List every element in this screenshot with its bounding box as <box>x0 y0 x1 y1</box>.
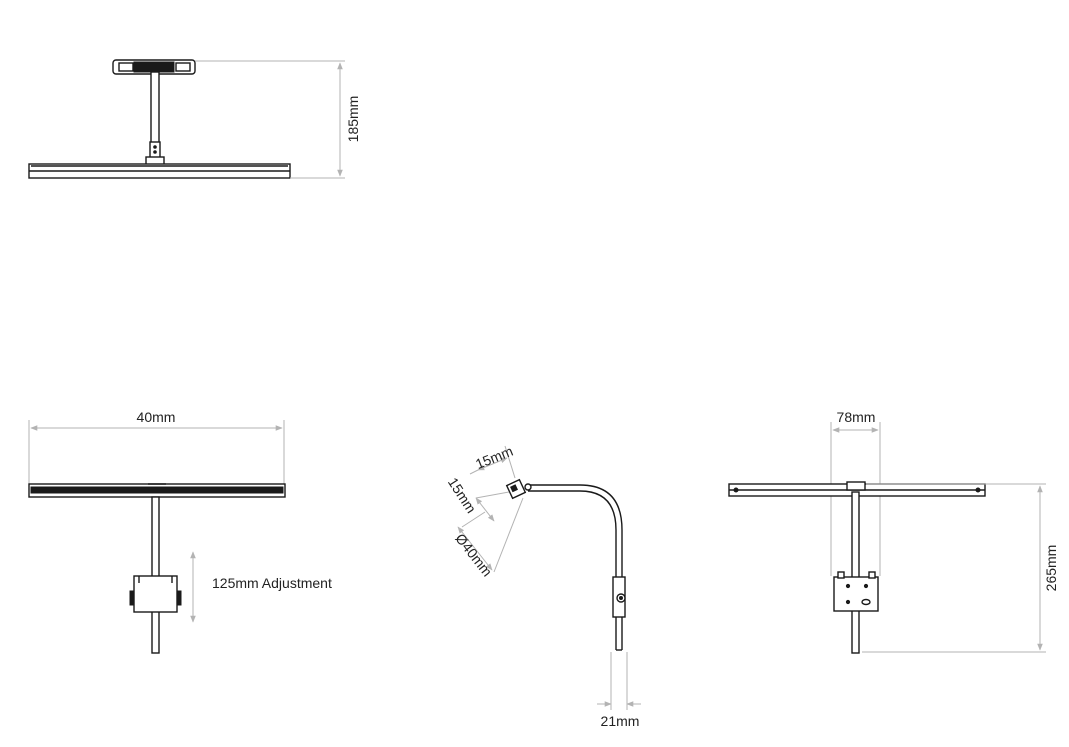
side-bracket <box>612 576 626 618</box>
diameter-label: Ø40mm <box>452 530 495 579</box>
adjustment-dimension: 125mm Adjustment <box>190 551 332 623</box>
mounting-bracket <box>833 571 879 612</box>
back-view: 78mm 265mm <box>728 409 1059 654</box>
light-head <box>505 478 532 500</box>
angle-dimensions: 15mm 15mm Ø40mm <box>445 443 524 579</box>
width-dimension: 40mm <box>28 409 285 484</box>
mounting-bracket <box>129 575 182 613</box>
depth-label: 21mm <box>601 713 640 729</box>
arm-joint <box>145 141 165 166</box>
height-dimension: 185mm <box>195 60 361 179</box>
height-label: 265mm <box>1043 545 1059 592</box>
curved-arm <box>528 484 623 651</box>
depth-dimension: 21mm <box>597 652 641 729</box>
arm-rod <box>151 496 160 654</box>
width-label: 78mm <box>837 409 876 425</box>
width-label: 40mm <box>137 409 176 425</box>
dim-b-label: 15mm <box>445 475 480 516</box>
light-bar <box>28 163 291 179</box>
light-bar <box>728 481 986 497</box>
light-bar <box>28 483 286 498</box>
width-dimension: 78mm <box>830 409 881 576</box>
top-view: 185mm <box>28 59 361 179</box>
arm-rod <box>851 491 860 654</box>
height-label: 185mm <box>345 96 361 143</box>
dim-a-label: 15mm <box>473 443 515 472</box>
adjustment-label: 125mm Adjustment <box>212 575 332 591</box>
wall-plate <box>112 59 196 75</box>
side-view: 15mm 15mm Ø40mm 21mm <box>445 443 641 729</box>
front-view: 40mm 125mm Adjustment <box>28 409 332 654</box>
height-dimension: 265mm <box>862 483 1059 653</box>
